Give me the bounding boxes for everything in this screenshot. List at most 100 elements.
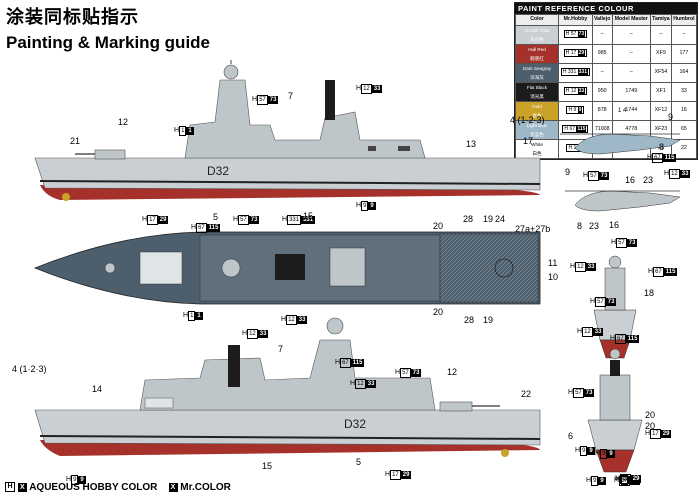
legend-mr-label: Mr.COLOR <box>180 482 231 493</box>
part-number: 22 <box>521 389 532 399</box>
callout-h: H <box>191 224 197 231</box>
hb-h: H <box>562 69 567 75</box>
legend: H X AQUEOUS HOBBY COLOR X Mr.COLOR <box>5 482 231 493</box>
hb-h: H <box>565 88 570 94</box>
part-number: 20 <box>433 221 444 231</box>
windows-top <box>368 146 410 151</box>
callout-mr-number: 1 <box>195 312 203 320</box>
part-number: 12 <box>447 367 458 377</box>
callout-mr-number: 115 <box>350 359 365 367</box>
superstructure-top <box>184 79 426 159</box>
paint-mrhobby: H 331 331 <box>558 62 593 83</box>
callout-h: H <box>586 477 592 484</box>
callout-h: H <box>577 328 583 335</box>
part-number: 6 <box>568 431 574 441</box>
boat-bottom <box>144 397 174 409</box>
part-number: 10 <box>548 272 559 282</box>
part-number: 15 <box>303 211 314 221</box>
hb-h: H <box>568 107 573 113</box>
hull-number-bottom: D32 <box>344 417 366 431</box>
part-number: 16 <box>609 220 620 230</box>
part-number: 19 <box>483 315 494 325</box>
callout-hobby-number: 57 <box>400 368 411 378</box>
boot-topping-top <box>39 180 541 185</box>
callout-hobby-number: 12 <box>361 84 372 94</box>
callout-mr-number: 29 <box>400 471 412 479</box>
part-number: 11 <box>548 258 558 268</box>
callout-mr-number: 33 <box>257 330 269 338</box>
callout-mr-number: 115 <box>625 335 640 343</box>
callout-h: H <box>570 263 576 270</box>
scale-note: 1 4 <box>618 108 627 114</box>
paint-mrhobby: H 9 9 <box>558 100 593 121</box>
paint-name-cn: 深海灰 <box>530 74 544 80</box>
callout-h: H <box>610 335 616 342</box>
callout-mr-number: 9 <box>368 202 376 210</box>
callout-h: H <box>648 268 654 275</box>
paint-humbrol: 22 <box>670 138 698 159</box>
callout-h: H <box>233 216 239 223</box>
part-number: 16 <box>625 175 636 185</box>
part-number: 21 <box>70 136 81 146</box>
callout-hobby-number: 67 <box>615 334 626 344</box>
callout-hobby-number: 57 <box>238 215 249 225</box>
callout-hobby-number: 9 <box>591 476 599 486</box>
boot-topping-bottom <box>39 435 541 440</box>
callout-hobby-number: 331 <box>287 215 302 225</box>
paint-name: Aircraft Gray <box>524 27 550 33</box>
callout-hobby-number: 17 <box>620 474 631 484</box>
part-number: 28 <box>464 315 475 325</box>
flight-deck <box>439 233 539 303</box>
paint-name: Light Blue <box>526 122 548 128</box>
part-number: 5 <box>213 212 219 222</box>
callout-hobby-number: 67 <box>652 153 663 163</box>
callout-mr-number: 29 <box>660 430 672 438</box>
callout-mr-number: 331 <box>301 216 316 224</box>
part-number: 20 <box>645 421 656 431</box>
callout-h: H <box>385 471 391 478</box>
callout-h: H <box>645 430 651 437</box>
part-number: 15 <box>262 461 273 471</box>
paint-name-cn: 白色 <box>532 150 542 156</box>
callout-h: H <box>395 369 401 376</box>
callout-mr-number: 115 <box>663 268 678 276</box>
callout-hobby-number: 67 <box>196 223 207 233</box>
paint-name: Flat Black <box>526 84 548 90</box>
part-number: 14 <box>92 384 103 394</box>
propeller-top <box>62 193 70 201</box>
callout-h: H <box>282 216 288 223</box>
callout-h: H <box>335 359 341 366</box>
callout-h: H <box>568 389 574 396</box>
callout-hobby-number: 9 <box>621 475 629 485</box>
callout-hobby-number: 57 <box>595 297 606 307</box>
callout-hobby-number: 9 <box>600 449 608 459</box>
callout-mr-number: 33 <box>585 263 597 271</box>
ship-side-view-top <box>34 60 541 201</box>
hb-c: 33 <box>577 88 586 94</box>
main-gun-bottom <box>439 401 473 412</box>
paint-name-cn: 消光黑 <box>530 93 544 99</box>
funnel-plan <box>275 254 305 280</box>
callout-h: H <box>590 298 596 305</box>
funnel-top <box>325 80 335 120</box>
callout-mr-number: 9 <box>598 477 606 485</box>
paint-humbrol: 33 <box>670 81 698 102</box>
superstructure-bottom <box>139 339 436 411</box>
callout-mr-number: 73 <box>410 369 422 377</box>
